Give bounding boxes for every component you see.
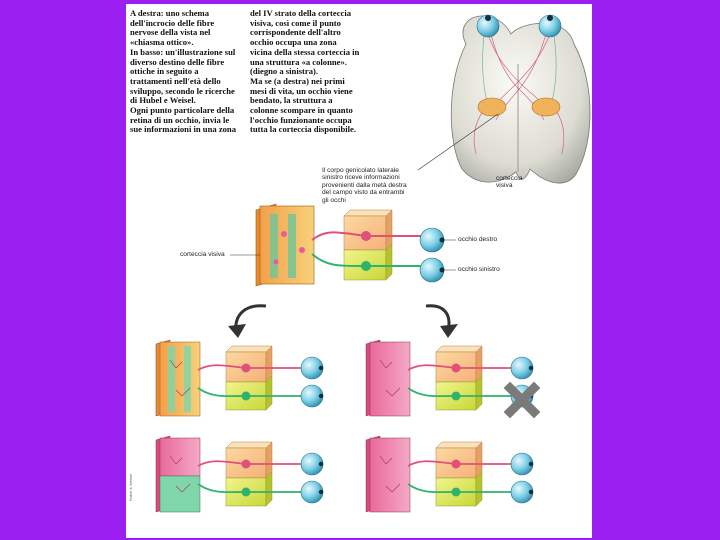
label-cortex-top: corteccia visiva: [496, 175, 523, 190]
arrow-down-right-icon: [440, 324, 458, 338]
figure-page: A destra: uno schema dell'incrocio delle…: [126, 4, 592, 538]
label-geniculate: Il corpo genicolato laterale sinistro ri…: [322, 167, 407, 204]
diagram-canvas: [155, 14, 591, 513]
intro-text-left: A destra: uno schema dell'incrocio delle…: [130, 8, 237, 135]
intro-text-right: del IV strato della corteccia visiva, co…: [250, 8, 360, 135]
variant-panels: [155, 339, 541, 513]
brain-top-view: [417, 14, 591, 184]
panel-normal-bottom: [155, 435, 324, 513]
label-cortex-main: corteccia visiva: [180, 251, 225, 258]
panel-patched-top: [365, 339, 541, 419]
panel-patched-bottom: [365, 435, 534, 513]
eye-patch-icon: [503, 381, 541, 419]
label-left-eye: occhio sinistro: [458, 266, 500, 273]
side-caption: Hubel & Weisel: [128, 474, 133, 502]
arrows: [228, 304, 458, 338]
main-schematic: [230, 203, 456, 287]
panel-normal-top: [155, 339, 324, 417]
label-right-eye: occhio destro: [458, 236, 498, 243]
arrow-down-left-icon: [228, 324, 246, 338]
